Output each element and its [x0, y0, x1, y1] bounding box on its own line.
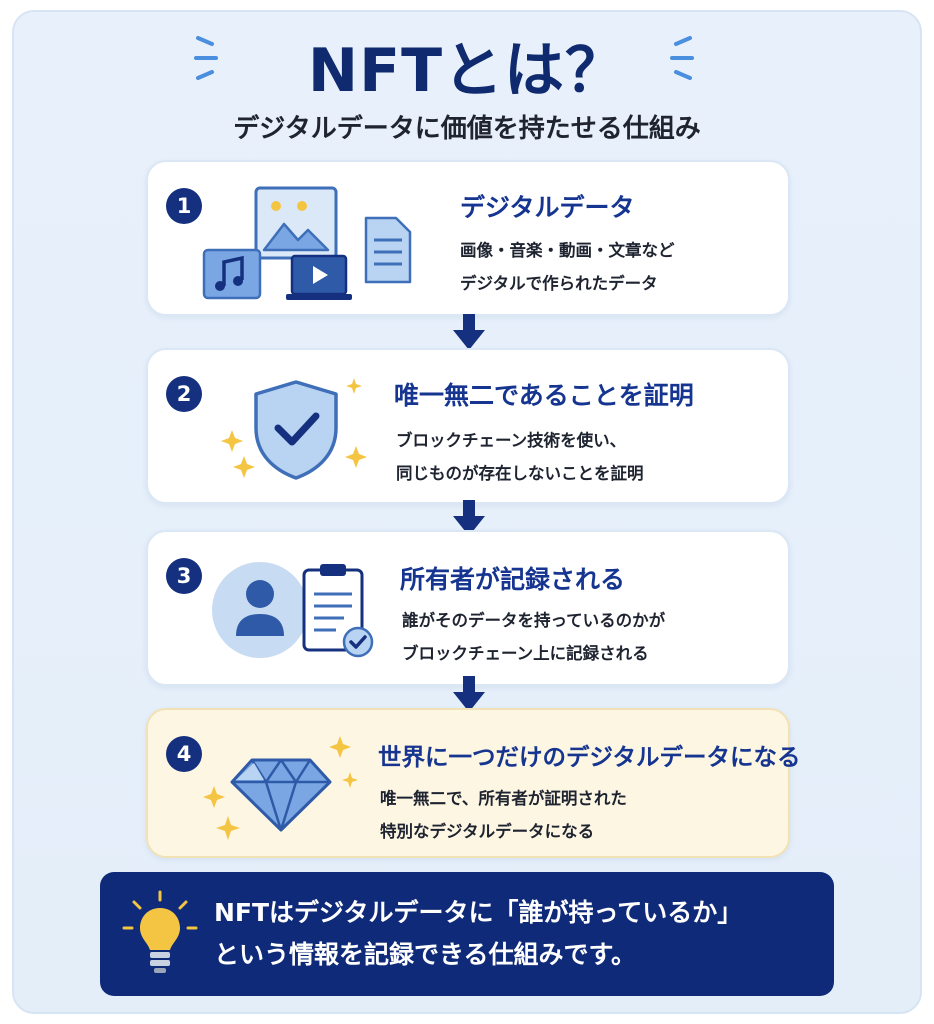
step-title: 所有者が記録される — [400, 565, 626, 594]
step-description-line: 同じものが存在しないことを証明 — [396, 464, 644, 483]
step-card-2: 2 唯一無二であることを証明 ブロックチェーン技術を使い、 同じものが存在しない… — [146, 348, 790, 504]
step-description-line: 特別なデジタルデータになる — [380, 822, 595, 841]
ownership-icon-group — [212, 562, 374, 658]
shield-check-icon — [254, 380, 338, 480]
document-icon — [364, 216, 412, 284]
image-icon — [254, 186, 338, 260]
step-description-line: 誰がそのデータを持っているのかが — [402, 611, 666, 630]
security-icon-group — [221, 378, 367, 480]
step-card-1: 1 デジタルデータ 画像・音楽・動画・文 — [146, 160, 790, 316]
sparkle-icon — [221, 378, 367, 478]
down-arrow-icon — [453, 676, 485, 712]
step-description: ブロックチェーン技術を使い、 同じものが存在しないことを証明 — [396, 424, 644, 490]
lightbulb-icon — [122, 890, 198, 973]
summary-text: NFTはデジタルデータに「誰が持っているか」 という情報を記録できる仕組みです。 — [214, 892, 742, 976]
step-description: 画像・音楽・動画・文章など デジタルで作られたデータ — [460, 234, 675, 300]
down-arrow-icon — [453, 314, 485, 350]
page-title: NFTとは？ — [307, 36, 627, 106]
step-description: 唯一無二で、所有者が証明された 特別なデジタルデータになる — [380, 782, 627, 848]
video-icon — [286, 254, 352, 300]
step-number-badge: 1 — [166, 188, 202, 224]
digital-media-icon-group — [202, 186, 412, 300]
step-description-line: デジタルで作られたデータ — [460, 274, 658, 293]
summary-banner: NFTはデジタルデータに「誰が持っているか」 という情報を記録できる仕組みです。 — [100, 872, 834, 996]
step-description-line: ブロックチェーン上に記録される — [402, 644, 649, 663]
right-accent-lines-icon — [670, 36, 694, 80]
step-card-3: 3 所有者が記録される 誰がそのデータを持っているのかが ブロックチェーン上に記… — [146, 530, 790, 686]
diamond-icon-group — [203, 736, 358, 840]
summary-line: という情報を記録できる仕組みです。 — [214, 940, 637, 969]
sparkle-icon — [203, 736, 358, 840]
step-number-badge: 2 — [166, 376, 202, 412]
person-icon — [212, 562, 308, 658]
step-number-badge: 3 — [166, 558, 202, 594]
clipboard-check-icon — [302, 564, 374, 658]
step-description-line: 画像・音楽・動画・文章など — [460, 241, 675, 260]
step-title: デジタルデータ — [460, 193, 635, 222]
step-title: 唯一無二であることを証明 — [394, 381, 694, 410]
diamond-icon — [230, 758, 332, 832]
down-arrow-icon — [453, 500, 485, 536]
step-title: 世界に一つだけのデジタルデータになる — [378, 743, 801, 771]
summary-line: NFTはデジタルデータに「誰が持っているか」 — [214, 898, 743, 927]
left-accent-lines-icon — [194, 36, 218, 80]
step-description-line: 唯一無二で、所有者が証明された — [380, 789, 627, 808]
step-description: 誰がそのデータを持っているのかが ブロックチェーン上に記録される — [402, 604, 665, 670]
music-icon — [202, 248, 262, 300]
step-card-4: 4 世界に一つだけのデジタルデータになる 唯一無二で、所有者が証明された 特別な… — [146, 708, 801, 858]
step-number-badge: 4 — [166, 736, 202, 772]
page-subtitle: デジタルデータに価値を持たせる仕組み — [233, 114, 701, 144]
step-description-line: ブロックチェーン技術を使い、 — [396, 431, 627, 450]
